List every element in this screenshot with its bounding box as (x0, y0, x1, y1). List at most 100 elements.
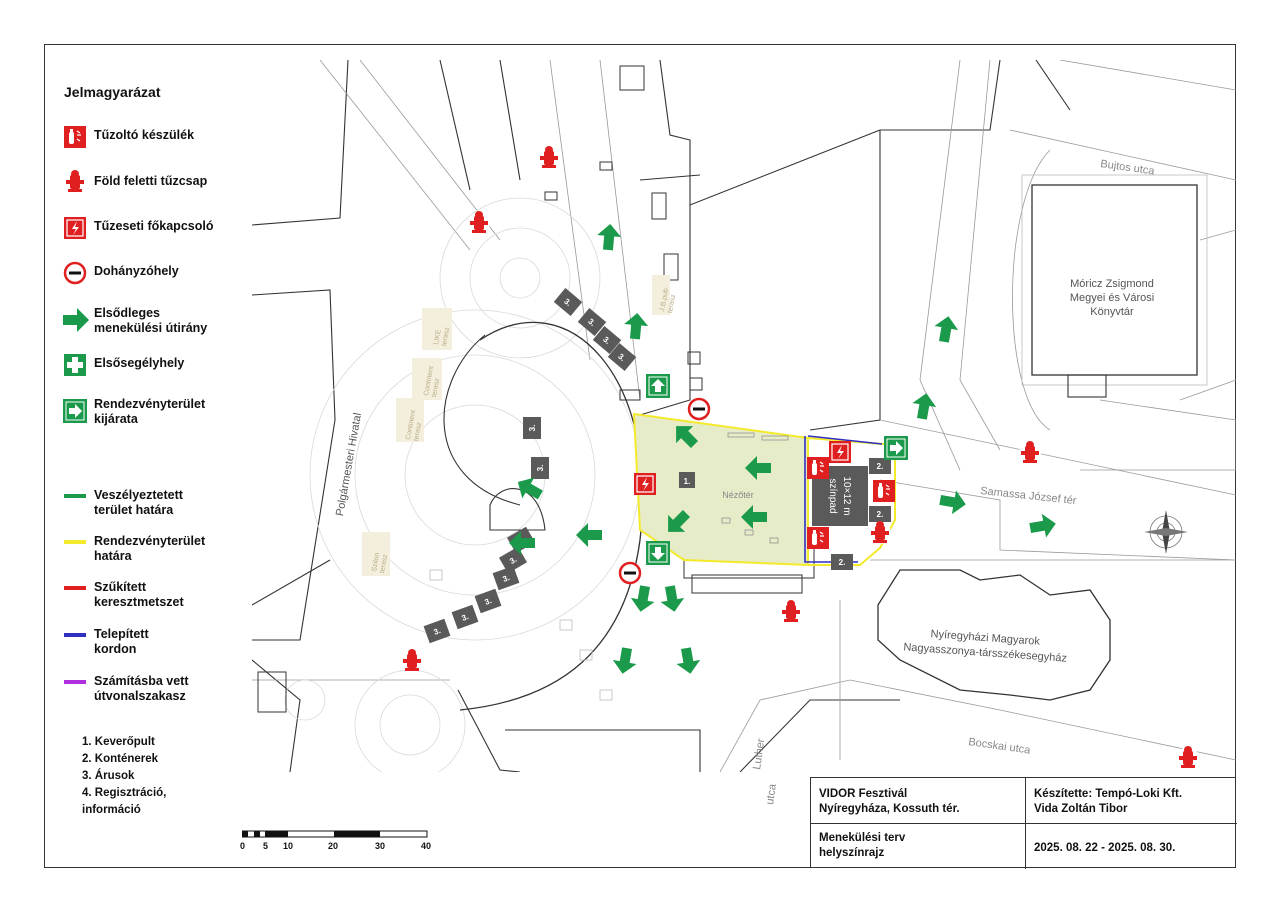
building-label-library: Megyei és Városi (1070, 292, 1154, 304)
street-label-samassa: Samassa József tér (980, 485, 1078, 507)
scale-label: 30 (375, 841, 386, 851)
legend-item: Rendezvényterület kijárata (94, 397, 205, 427)
legend-line-item: Számításba vett útvonalszakasz (64, 674, 188, 704)
legend-line-item: Szűkített keresztmetszet (64, 580, 184, 610)
escape-arrow-icon (658, 584, 687, 614)
terrace-label-jbpub: J.B.pubterasz (659, 288, 678, 314)
legend-item: Dohányzóhely (94, 264, 179, 279)
fire-hydrant-icon (401, 649, 423, 672)
terrace-label-like: LIKEterasz (433, 325, 451, 347)
vendor-booth-number: 3. (601, 335, 612, 346)
vendor-booth-number: 3. (562, 297, 573, 308)
cordon-line (807, 435, 883, 445)
container-number: 2. (839, 558, 846, 567)
legend-item: Tűzeseti főkapcsoló (94, 219, 213, 234)
building-label-library: Könyvtár (1090, 306, 1134, 318)
vendor-booth-number: 3. (432, 626, 441, 637)
escape-arrow-icon (610, 646, 639, 676)
vendor-booth-number: 3. (460, 612, 469, 623)
event-exit-icon (883, 435, 909, 461)
base-map (252, 60, 1236, 772)
compass-icon (1144, 510, 1188, 554)
container: 2. (869, 458, 891, 474)
legend-line-swatch (64, 586, 86, 590)
containers: 2. 2. 2. (831, 458, 891, 570)
legend-line-swatch (64, 540, 86, 544)
terrace-label-continent: Continentterasz (423, 366, 443, 398)
legend-line-label: Rendezvényterület határa (94, 534, 206, 563)
fire-hydrant-icon (1177, 746, 1199, 769)
scale-bar (242, 830, 428, 838)
vendor-booth: 3. (451, 604, 479, 630)
legend-item-label: Tűzoltó készülék (94, 128, 195, 142)
legend-line-label: Veszélyeztetett terület határa (94, 488, 183, 517)
vendor-booth: 3. (553, 288, 583, 316)
stage-size-label: 10×12 m (841, 476, 852, 515)
container: 2. (869, 506, 891, 522)
title-block-author: Készítette: Tempó-Loki Kft. Vida Zoltán … (1026, 778, 1237, 824)
legend-item-label: Elsősegélyhely (94, 356, 185, 370)
vendor-booth-number: 3. (586, 317, 597, 328)
scale-label: 40 (421, 841, 432, 851)
vendor-booth: 3. (423, 618, 451, 644)
legend-item-label: Tűzeseti főkapcsoló (94, 219, 214, 233)
legend-item-label: Elsődleges menekülési útirány (94, 306, 208, 335)
vendor-booth: 3. (531, 457, 549, 479)
escape-arrow-icon (910, 391, 939, 421)
fire-extinguisher-icon (806, 456, 830, 480)
legend-item: Elsődleges menekülési útirány (94, 306, 207, 336)
legend-symbols (62, 125, 89, 424)
fire-hydrant-icon (538, 146, 560, 169)
building-label-cathedral: Nagyasszonya-társszékesegyház (903, 641, 1067, 664)
scale-label: 5 (263, 841, 269, 851)
legend-item-label: Föld feletti tűzcsap (94, 174, 208, 188)
audience-label: Nézőtér (722, 490, 754, 500)
terrace-label-szilon: Szilonterasz (371, 552, 389, 574)
scale-labels: 0 5 10 20 30 40 (240, 841, 440, 855)
legend-title: Jelmagyarázat (64, 84, 161, 100)
street-label-bocskai: Bocskai utca (968, 736, 1032, 757)
title-block: VIDOR Fesztivál Nyíregyháza, Kossuth tér… (810, 777, 1237, 869)
legend-line-label: Számításba vett útvonalszakasz (94, 674, 189, 703)
escape-arrow-icon (1028, 511, 1058, 540)
scale-label: 20 (328, 841, 339, 851)
emergency-switch-icon (828, 440, 852, 464)
note-item: 2. Konténerek (82, 753, 159, 765)
mixer-desk (679, 472, 695, 488)
street-label-luther-1: Luther (751, 738, 767, 771)
vendor-booth: 3. (474, 588, 502, 614)
emergency-switch-icon (633, 472, 657, 496)
fire-hydrant-icon (869, 521, 891, 544)
vendor-booth: 3. (607, 343, 637, 371)
smoking-area-icon (687, 397, 711, 421)
vendor-booth-number: 3. (508, 555, 518, 566)
legend-line-swatch (64, 494, 86, 498)
legend-line-swatch (64, 633, 86, 637)
fire-hydrant-icon (780, 600, 802, 623)
container-number: 2. (877, 510, 884, 519)
mixer-number: 1. (684, 477, 691, 486)
terrace-label-continent: Continentterasz (405, 410, 425, 442)
building-label-library: Móricz Zsigmond (1070, 278, 1154, 290)
legend-line-item: Rendezvényterület határa (64, 534, 205, 564)
vendor-booth-number: 3. (528, 425, 537, 432)
legend-line-item: Veszélyeztetett terület határa (64, 488, 183, 518)
scale-label: 10 (283, 841, 294, 851)
stage-label: színpad (827, 478, 838, 513)
title-block-document: Menekülési terv helyszínrajz (811, 824, 1026, 869)
vendor-booth: 3. (523, 417, 541, 439)
street-label-luther-2: utca (764, 782, 779, 805)
container-number: 2. (877, 462, 884, 471)
legend-item-label: Rendezvényterület kijárata (94, 397, 206, 426)
container: 2. (831, 554, 853, 570)
scale-label: 0 (240, 841, 246, 851)
vendor-booth-number: 3. (483, 596, 492, 607)
escape-arrow-icon (628, 584, 657, 614)
legend-item: Föld feletti tűzcsap (94, 174, 207, 189)
legend-line-swatch (64, 680, 86, 684)
legend-item: Elsősegélyhely (94, 356, 184, 371)
building-label-mayor-office: Polgármesteri Hivatal (334, 412, 364, 517)
note-item: 4. Regisztráció, információ (82, 787, 167, 816)
vendor-booth: 3. (492, 565, 520, 591)
